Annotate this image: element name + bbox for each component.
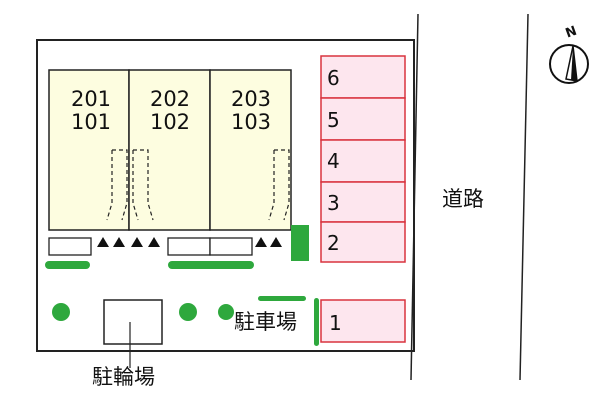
storage-box <box>209 237 253 256</box>
parking-slot-number: 2 <box>327 231 340 255</box>
parking-slot-3 <box>320 181 406 223</box>
parking-slot-number: 3 <box>327 191 340 215</box>
parking-slot-2 <box>320 221 406 263</box>
tree-icon <box>179 303 197 321</box>
green-hedge <box>45 261 90 269</box>
parking-slot-6 <box>320 55 406 99</box>
unit-upper-label: 201 <box>71 87 111 111</box>
parking-slot-number: 5 <box>327 108 340 132</box>
north-arrow-icon: N <box>549 24 589 84</box>
entrance-triangle-icon <box>148 237 160 247</box>
parking-slot-4 <box>320 139 406 183</box>
bicycle-parking-label: 駐輪場 <box>92 365 155 389</box>
unit-lower-label: 103 <box>231 110 271 134</box>
entrance-triangle-icon <box>255 237 267 247</box>
parking-slot-5 <box>320 97 406 141</box>
entrance-path-3 <box>268 149 290 221</box>
unit-upper-label: 203 <box>231 87 271 111</box>
tree-icon <box>52 303 70 321</box>
green-planter <box>291 225 309 261</box>
green-hedge <box>258 296 306 301</box>
road-edge-right <box>519 13 529 381</box>
building: 201 101 202 102 203 103 <box>48 69 292 256</box>
road-edge-left <box>410 13 419 381</box>
entrance-path-1 <box>106 149 128 221</box>
north-label: N <box>564 24 579 42</box>
bicycle-parking-box <box>103 299 163 345</box>
green-hedge <box>168 261 254 269</box>
entrance-path-2 <box>132 149 154 221</box>
entrance-triangle-icon <box>131 237 143 247</box>
parking-slot-number: 1 <box>329 311 342 335</box>
tree-icon <box>218 304 234 320</box>
unit-lower-label: 101 <box>71 110 111 134</box>
storage-box <box>167 237 211 256</box>
parking-slot-number: 4 <box>327 149 340 173</box>
entrance-triangle-icon <box>270 237 282 247</box>
entrance-triangle-icon <box>97 237 109 247</box>
unit-lower-label: 102 <box>150 110 190 134</box>
parking-slot-1 <box>320 299 406 343</box>
parking-slot-number: 6 <box>327 66 340 90</box>
entrance-triangle-icon <box>113 237 125 247</box>
unit-upper-label: 202 <box>150 87 190 111</box>
green-hedge <box>314 298 319 346</box>
parking-area: 6 5 4 3 2 1 <box>320 55 406 343</box>
storage-box <box>48 237 92 256</box>
parking-label: 駐車場 <box>234 310 297 334</box>
road-label: 道路 <box>442 187 484 211</box>
